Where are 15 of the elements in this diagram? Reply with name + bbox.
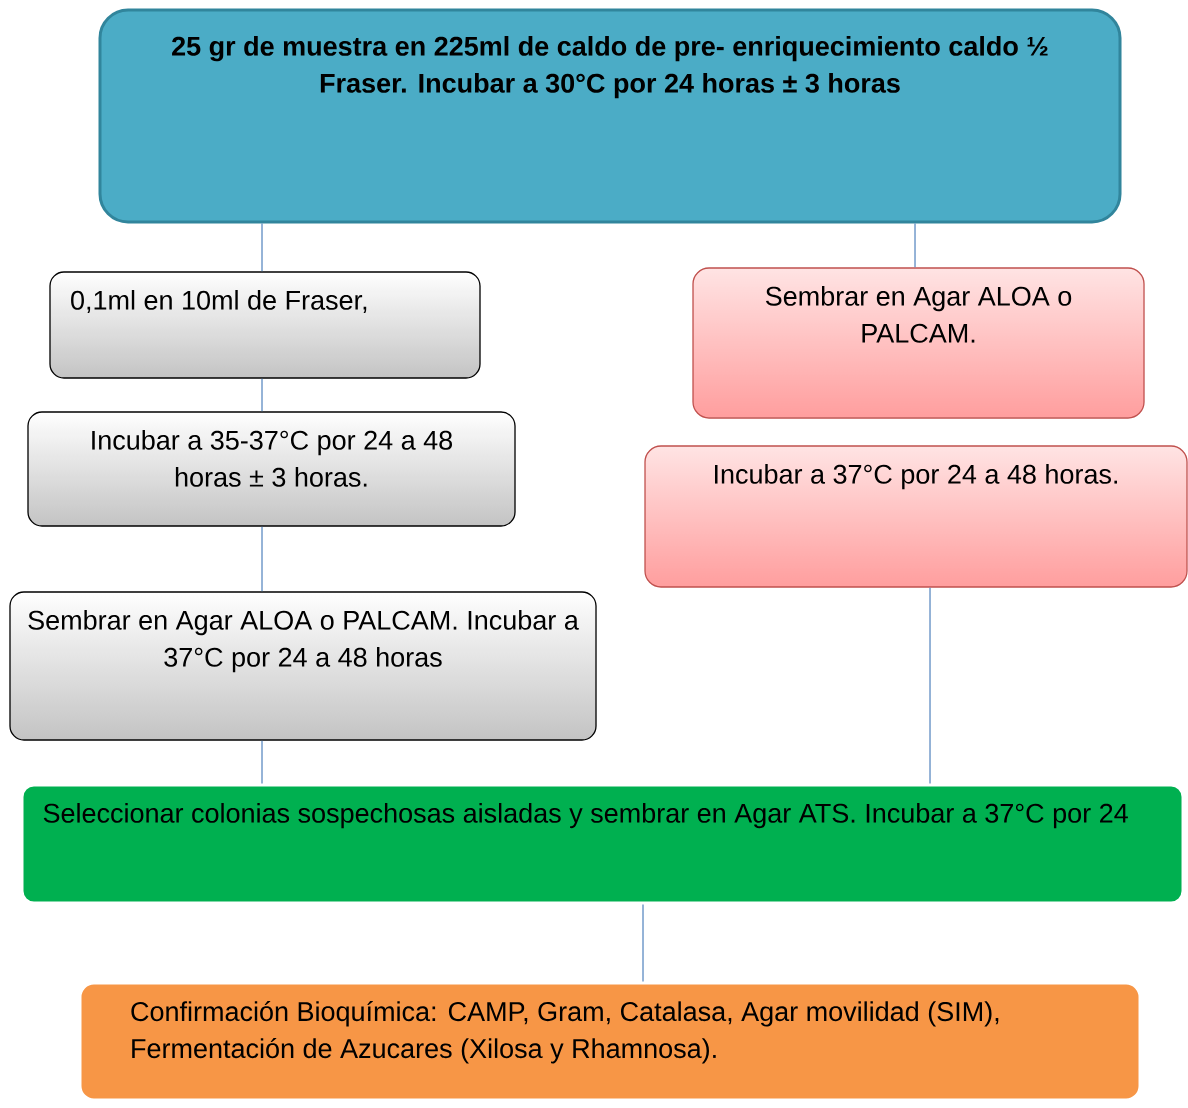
- connector-line: [261, 222, 263, 272]
- process-box: Incubar a 37°C por 24 a 48 horas.: [644, 445, 1188, 588]
- connector-line: [929, 587, 931, 785]
- process-box: 25 gr de muestra en 225ml de caldo de pre- enriquecimiento caldo ½ Fraser. Incubar a 30°C por 24 horas ± 3 horas: [98, 8, 1122, 224]
- connector-line: [261, 378, 263, 412]
- process-box: Sembrar en Agar ALOA o PALCAM.: [692, 267, 1145, 419]
- connector-line: [642, 903, 644, 983]
- process-box: Incubar a 35-37°C por 24 a 48 horas ± 3 horas.: [27, 411, 516, 527]
- process-box: 0,1ml en 10ml de Fraser,: [49, 271, 481, 379]
- connector-line: [261, 740, 263, 785]
- process-box: Confirmación Bioquímica: CAMP, Gram, Catalasa, Agar movilidad (SIM), Fermentación de Azucares (Xilosa y Rhamnosa).: [78, 981, 1142, 1102]
- process-box: Seleccionar colonias sospechosas aisladas y sembrar en Agar ATS. Incubar a 37°C por 24: [20, 783, 1185, 905]
- connector-line: [261, 526, 263, 592]
- process-box: Sembrar en Agar ALOA o PALCAM. Incubar a 37°C por 24 a 48 horas: [9, 591, 597, 741]
- connector-line: [914, 222, 916, 268]
